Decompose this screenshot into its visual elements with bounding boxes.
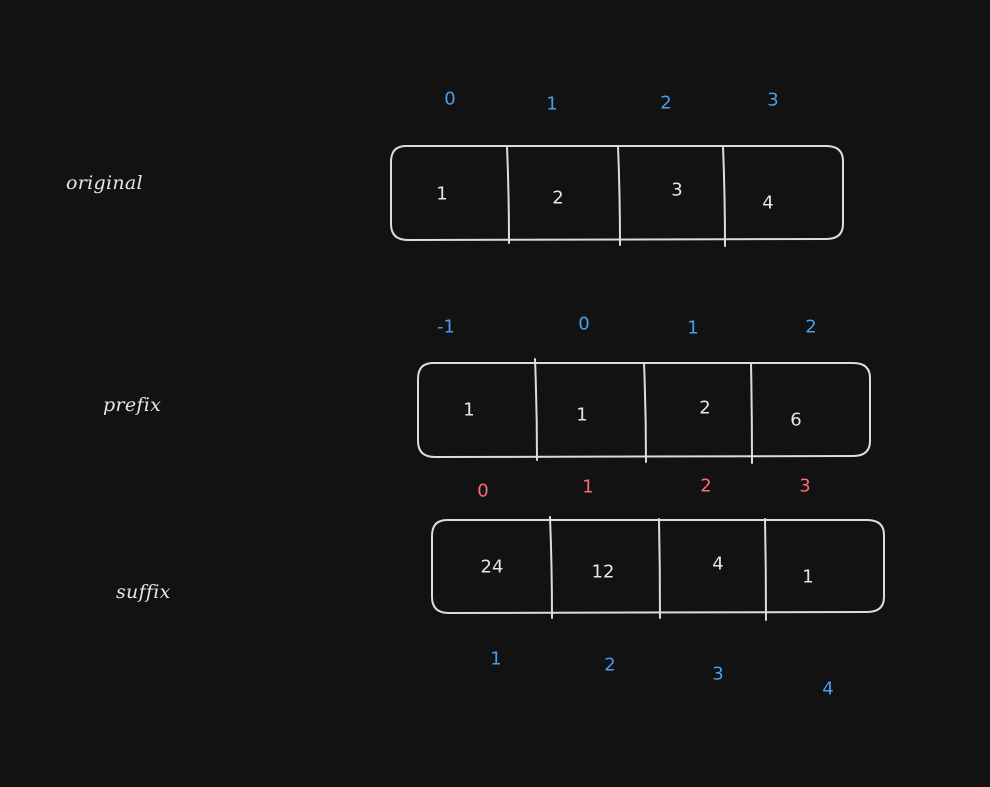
prefix-cell-value: 1 — [463, 399, 475, 421]
suffix-cell-value: 4 — [712, 553, 724, 575]
prefix-index: -1 — [437, 316, 455, 338]
suffix-index-bottom: 3 — [712, 663, 724, 685]
suffix-index-top: 2 — [700, 475, 712, 497]
prefix-array-outline — [417, 362, 871, 458]
suffix-label: suffix — [116, 581, 171, 603]
prefix-index: 1 — [687, 317, 699, 339]
suffix-array-outline — [431, 519, 885, 614]
prefix-cell-value: 6 — [790, 409, 802, 431]
prefix-divider-1 — [534, 358, 538, 461]
original-divider-2 — [617, 145, 621, 246]
original-cell-value: 3 — [671, 179, 683, 201]
original-divider-1 — [506, 145, 510, 244]
original-cell-value: 1 — [436, 183, 448, 205]
suffix-index-top: 3 — [799, 475, 811, 497]
suffix-cell-value: 1 — [802, 566, 814, 588]
suffix-index-bottom: 4 — [822, 678, 834, 700]
suffix-index-top: 1 — [582, 476, 594, 498]
suffix-cell-value: 24 — [480, 556, 504, 578]
suffix-index-top: 0 — [477, 480, 489, 502]
prefix-index: 0 — [578, 313, 590, 335]
suffix-index-bottom: 2 — [604, 654, 616, 676]
suffix-array — [431, 516, 885, 621]
prefix-array — [417, 358, 871, 464]
original-index: 2 — [660, 92, 672, 114]
original-array — [390, 145, 844, 247]
original-cell-value: 4 — [762, 192, 774, 214]
original-cell-value: 2 — [552, 187, 564, 209]
suffix-cell-value: 12 — [591, 561, 615, 583]
suffix-divider-3 — [764, 518, 767, 621]
suffix-index-bottom: 1 — [490, 648, 502, 670]
original-label: original — [66, 172, 143, 194]
prefix-divider-3 — [750, 362, 753, 464]
suffix-divider-2 — [658, 518, 661, 619]
prefix-cell-value: 2 — [699, 397, 711, 419]
original-divider-3 — [722, 145, 726, 247]
original-array-outline — [390, 145, 844, 241]
prefix-label: prefix — [103, 394, 162, 416]
prefix-divider-2 — [643, 362, 647, 463]
prefix-index: 2 — [805, 316, 817, 338]
suffix-divider-1 — [549, 516, 553, 619]
original-index: 0 — [444, 88, 456, 110]
prefix-cell-value: 1 — [576, 404, 588, 426]
original-index: 1 — [546, 93, 558, 115]
original-index: 3 — [767, 89, 779, 111]
